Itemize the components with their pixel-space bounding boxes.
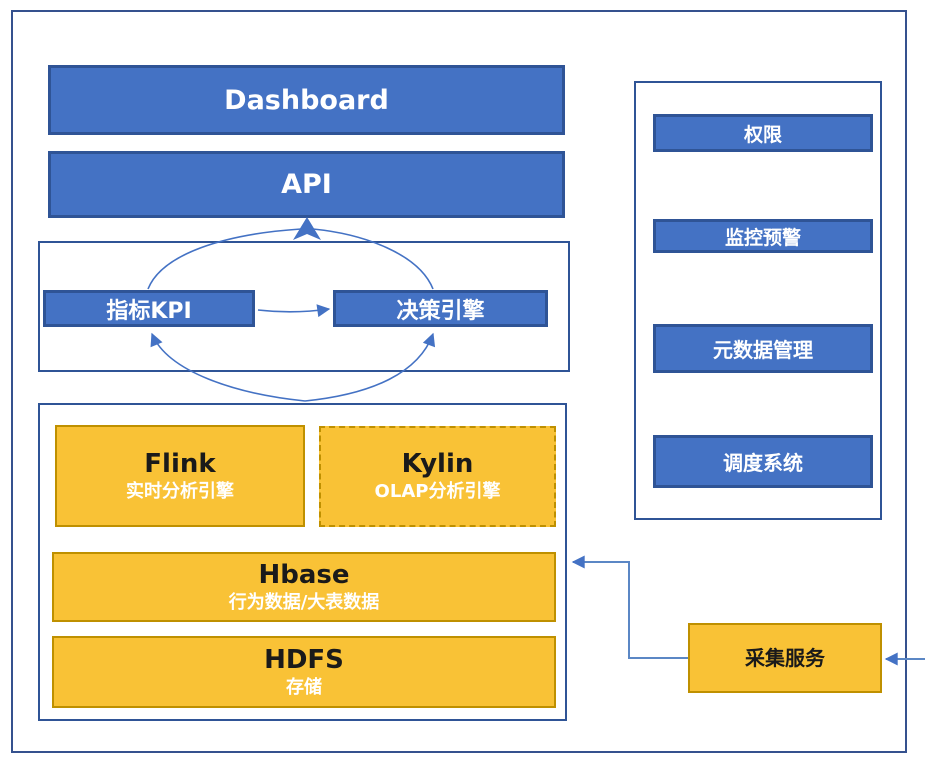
scheduler-system-label: 调度系统 bbox=[723, 451, 803, 475]
hdfs-subtitle: 存储 bbox=[286, 676, 322, 698]
kpi-label: 指标KPI bbox=[106, 298, 192, 324]
kpi-box: 指标KPI bbox=[43, 290, 255, 327]
hbase-subtitle: 行为数据/大表数据 bbox=[228, 591, 380, 613]
metadata-management-box: 元数据管理 bbox=[653, 324, 873, 373]
api-box: API bbox=[48, 151, 565, 218]
dashboard-box: Dashboard bbox=[48, 65, 565, 135]
decision-engine-label: 决策引擎 bbox=[396, 298, 485, 324]
scheduler-system-box: 调度系统 bbox=[653, 435, 873, 488]
permission-box: 权限 bbox=[653, 114, 873, 152]
kylin-box: Kylin OLAP分析引擎 bbox=[319, 426, 556, 527]
flink-title: Flink bbox=[144, 448, 216, 479]
collect-service-box: 采集服务 bbox=[688, 623, 882, 693]
kylin-title: Kylin bbox=[401, 449, 474, 480]
flink-subtitle: 实时分析引擎 bbox=[126, 480, 234, 502]
monitoring-alert-box: 监控预警 bbox=[653, 219, 873, 253]
kylin-subtitle: OLAP分析引擎 bbox=[374, 481, 501, 503]
decision-engine-box: 决策引擎 bbox=[333, 290, 548, 327]
collect-service-label: 采集服务 bbox=[745, 646, 825, 670]
hbase-box: Hbase 行为数据/大表数据 bbox=[52, 552, 556, 622]
permission-label: 权限 bbox=[743, 123, 782, 146]
dashboard-label: Dashboard bbox=[224, 84, 389, 116]
hdfs-box: HDFS 存储 bbox=[52, 636, 556, 708]
metadata-management-label: 元数据管理 bbox=[713, 338, 813, 362]
api-label: API bbox=[281, 169, 332, 200]
page-border bbox=[11, 10, 907, 753]
flink-box: Flink 实时分析引擎 bbox=[55, 425, 305, 527]
hdfs-title: HDFS bbox=[264, 644, 344, 675]
monitoring-alert-label: 监控预警 bbox=[724, 226, 801, 249]
hbase-title: Hbase bbox=[258, 559, 350, 590]
